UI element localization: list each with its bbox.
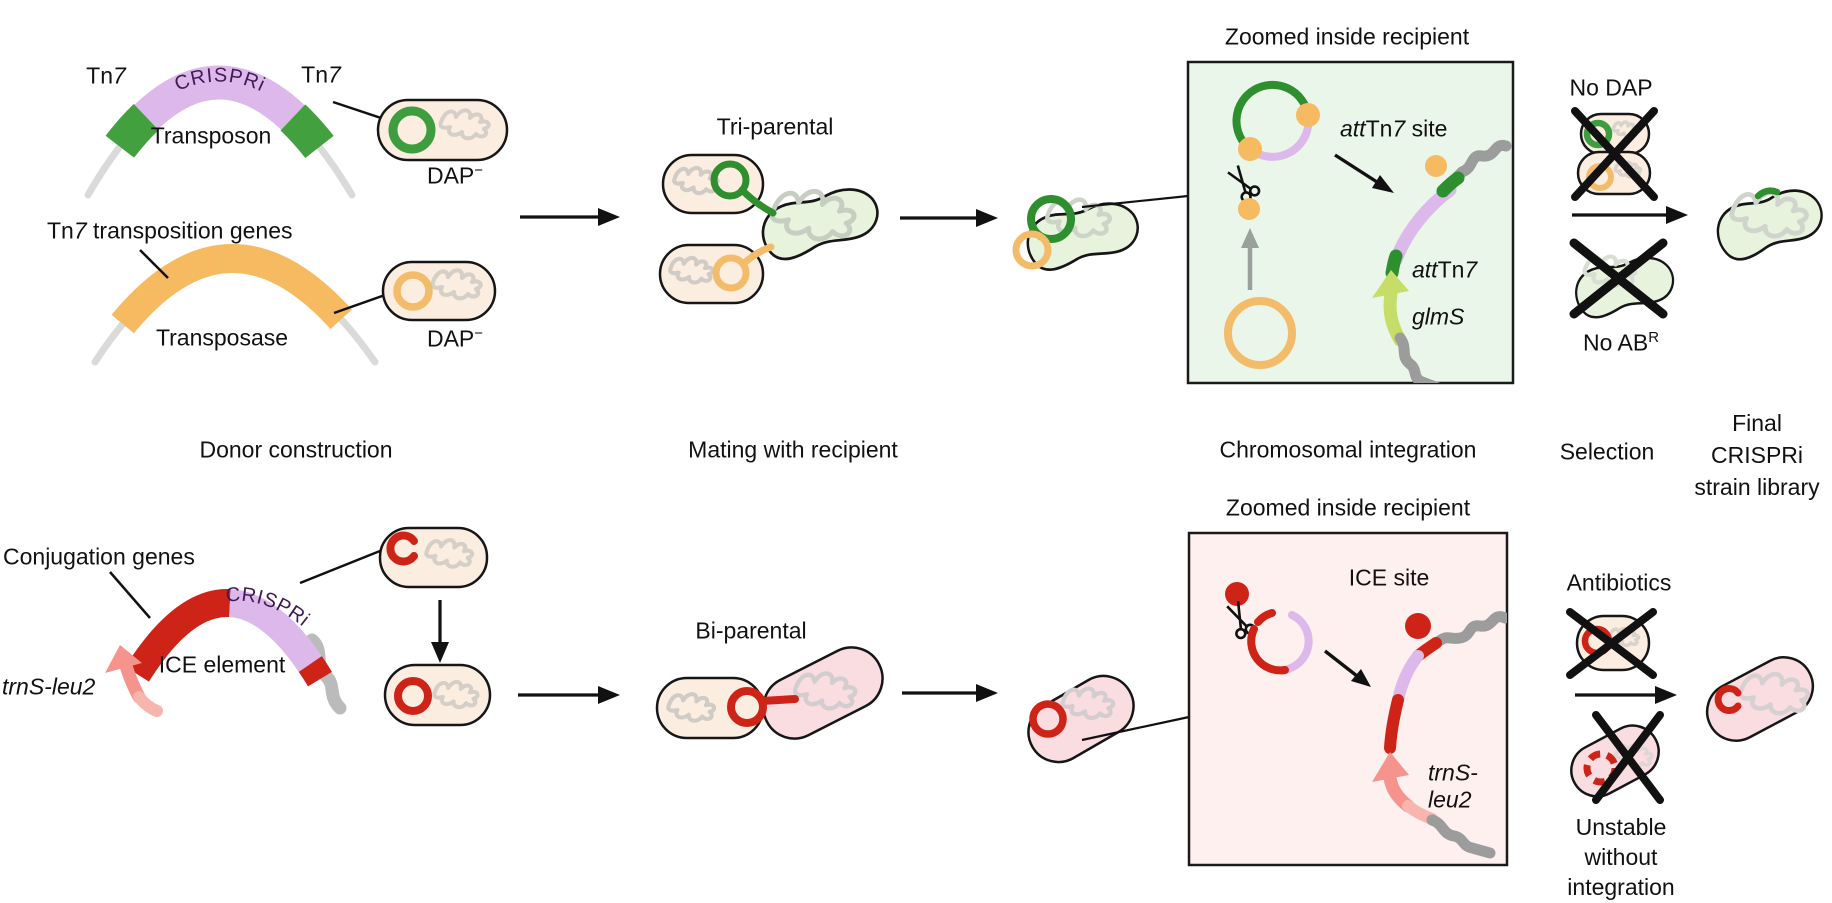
connector-transposon-to-cell: [332, 100, 388, 122]
excision-arrow-down: [431, 600, 449, 663]
no-dap-label: No DAP: [1569, 74, 1653, 101]
donor-cell-transposase: [381, 260, 497, 322]
att-tn7-site-label: attTn7 site: [1340, 115, 1448, 142]
pointer-conjugation-genes: [109, 571, 151, 619]
column-label-selection: Selection: [1559, 438, 1655, 465]
transposase-protein-dot: [1238, 198, 1260, 220]
integrated-ice-mark: [386, 531, 418, 566]
integration-arrow: [1334, 153, 1394, 193]
ice-site-label: ICE site: [1348, 564, 1430, 591]
connector-to-zoom-box: [1081, 194, 1189, 209]
column-label-donor-construction: Donor construction: [199, 436, 393, 463]
recipient-cell: [762, 646, 884, 740]
chromosome-with-insertion: [1372, 139, 1512, 383]
red-plasmid-transferring: [727, 687, 799, 727]
transposase-expression-arrow: [1241, 228, 1259, 290]
flow-arrow-4: [518, 686, 620, 704]
transposase-protein-dot: [1296, 103, 1320, 127]
excised-ice-circle: [1247, 609, 1313, 675]
integrated-ice-mark: [1714, 685, 1742, 714]
recombinase-dot: [1405, 613, 1431, 639]
trns-leu2-arrowhead: [1372, 752, 1409, 782]
final-library-cell-bottom: [1705, 656, 1815, 742]
selection-bottom: [1566, 608, 1677, 804]
conjugation-genes-label: Conjugation genes: [3, 543, 195, 570]
tn7-label-left: Tn7: [86, 62, 126, 89]
flow-arrow-5: [902, 684, 998, 702]
lost-ice-broken-ring: [1583, 750, 1619, 786]
excised-ice-ring: [394, 677, 432, 715]
transposase-label: Transposase: [155, 324, 289, 351]
unstable-without-integration-label: Unstable without integration: [1567, 814, 1675, 900]
final-library-cell-top: [1708, 175, 1830, 270]
column-label-mating: Mating with recipient: [688, 436, 898, 463]
glms-label: glmS: [1412, 303, 1465, 330]
transposon-plasmid-with-transposase: [1232, 80, 1320, 161]
bi-parental-label: Bi-parental: [695, 617, 807, 644]
dap-minus-label-lower: DAP−: [426, 324, 484, 352]
orange-plasmid-ring: [1012, 230, 1052, 270]
flow-arrow-6: [1575, 686, 1677, 704]
bi-parental-group: [655, 646, 884, 740]
ice-element-label: ICE element: [158, 651, 286, 678]
trns-label-line1: trnS-: [1428, 759, 1478, 786]
chromosome-with-ice-insertion: [1372, 611, 1507, 859]
ice-donor-cell-excised: [383, 663, 492, 727]
transposase-plasmid-map: [82, 244, 389, 371]
zoom-box-bottom-title: Zoomed inside recipient: [1225, 494, 1471, 521]
donor-cell-transposon: [376, 98, 509, 162]
flow-arrow-3: [1572, 206, 1688, 224]
transposon-plasmid-ring: [388, 106, 436, 154]
tri-parental-label: Tri-parental: [716, 113, 834, 140]
green-plasmid-transferring: [710, 160, 777, 217]
flow-arrow-1: [520, 208, 620, 226]
transconjugant-cell-top: [1012, 189, 1189, 279]
orange-plasmid-transferring: [712, 243, 775, 292]
flow-arrow-2: [900, 209, 998, 227]
no-abr-label: No ABR: [1582, 328, 1660, 356]
green-plasmid-ring: [1583, 119, 1613, 149]
x-mark-donors-killed: [1571, 107, 1658, 201]
donor-cell: [655, 676, 765, 740]
column-label-final-library: Final CRISPRi strain library: [1694, 410, 1820, 500]
antibiotics-label: Antibiotics: [1566, 569, 1672, 596]
transposase-protein-dot: [1425, 155, 1447, 177]
connector-ice-to-cell: [299, 545, 391, 585]
x-mark-unstable-killed: [1592, 711, 1664, 804]
column-label-integration: Chromosomal integration: [1219, 436, 1477, 463]
transposase-plasmid-ring: [393, 271, 433, 311]
green-plasmid-ring: [1027, 195, 1075, 243]
zoom-box-top: [1186, 60, 1515, 385]
trns-leu2-site-arrow: [105, 645, 163, 717]
selection-top: [1568, 107, 1688, 326]
att-tn7-label: attTn7: [1412, 256, 1478, 283]
final-strain-cell: [1705, 656, 1815, 742]
connector-transposase-to-cell: [333, 292, 389, 315]
transposon-label: Transposon: [150, 122, 272, 149]
tri-parental-group: [658, 153, 886, 305]
trns-leu2-label: trnS-leu2: [2, 673, 96, 700]
ice-donor-cell-integrated: [378, 526, 489, 589]
pointer-tn7-genes: [139, 249, 169, 279]
red-plasmid-ring: [1029, 700, 1067, 738]
integration-arrow: [1323, 649, 1371, 687]
transconjugant-cell-bottom: [1027, 674, 1190, 764]
ice-plasmid-map: CRISPRi: [105, 545, 391, 717]
zoom-box-bottom: [1187, 531, 1509, 867]
transposase-protein-dot: [1238, 137, 1262, 161]
x-mark-donor-killed: [1566, 608, 1657, 679]
recombinase-dot: [1225, 582, 1249, 606]
transposase-plasmid-ring: [1224, 297, 1296, 369]
zoom-box-top-title: Zoomed inside recipient: [1224, 23, 1470, 50]
dap-minus-label-upper: DAP−: [426, 161, 484, 189]
tn7-label-right: Tn7: [301, 61, 341, 88]
x-mark-recipient-killed: [1569, 238, 1668, 319]
glms-gene-arrowhead: [1372, 270, 1409, 298]
integrated-crispri-mark: [1754, 187, 1781, 200]
tn7-transposition-genes-label: Tn7 transposition genes: [47, 217, 293, 244]
chromosome-tail: [305, 633, 347, 715]
trns-label-line2: leu2: [1428, 786, 1472, 813]
connector-to-zoom-box: [1081, 715, 1190, 742]
